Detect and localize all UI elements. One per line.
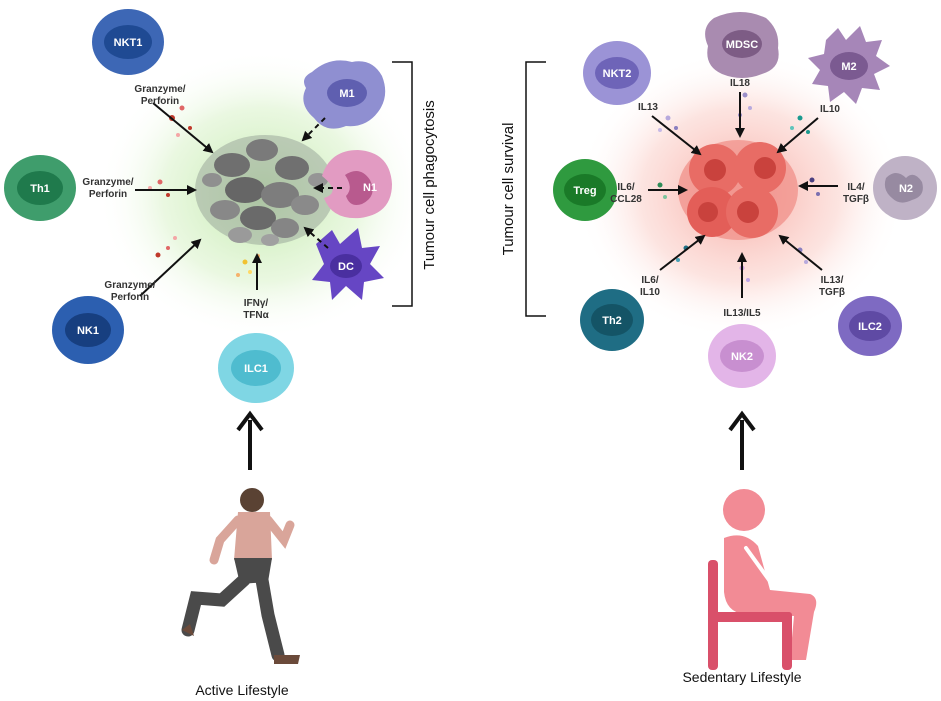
- il13-label: IL13: [638, 102, 658, 113]
- ifn-line2: TFNα: [243, 310, 269, 321]
- il6-ccl28-line1: IL6/: [617, 182, 634, 193]
- ilc2-cell: ILC2: [838, 296, 902, 356]
- il13-tgfb-line1: IL13/: [821, 275, 844, 286]
- th1-label: Th1: [30, 183, 50, 195]
- m2-macrophage: M2: [808, 26, 890, 104]
- m2-label: M2: [841, 61, 856, 73]
- arrow-m2-to-tumour: [776, 117, 819, 154]
- runner-icon: [181, 488, 300, 664]
- th1-cell: Th1: [4, 155, 76, 221]
- phagocytosis-title: Tumour cell phagocytosis: [421, 100, 438, 270]
- phagocytosis-bracket: [392, 61, 413, 307]
- m1-macrophage: M1: [303, 60, 386, 129]
- nk1-label: NK1: [77, 325, 99, 337]
- il13-tgfb-line2: TGFβ: [819, 287, 845, 298]
- il4-tgfb-line2: TGFβ: [843, 194, 869, 205]
- cytokine-particles: [657, 92, 820, 282]
- il6-il10-line2: IL10: [640, 287, 660, 298]
- granzyme-bot-line2: Perforin: [111, 292, 149, 303]
- n2-neutrophil: N2: [873, 156, 937, 220]
- nkt1-label: NKT1: [114, 37, 143, 49]
- granzyme-mid-line2: Perforin: [89, 189, 127, 200]
- sedentary-lifestyle-caption: Sedentary Lifestyle: [682, 669, 801, 685]
- active-lifestyle-caption: Active Lifestyle: [195, 682, 289, 698]
- il4-tgfb-line1: IL4/: [847, 182, 864, 193]
- nkt2-label: NKT2: [603, 68, 632, 80]
- ilc2-label: ILC2: [858, 321, 882, 333]
- il6-il10-line1: IL6/: [641, 275, 658, 286]
- il6-ccl28-line2: CCL28: [610, 194, 642, 205]
- growing-tumour-cluster: [678, 140, 798, 240]
- il18-label: IL18: [730, 78, 750, 89]
- n2-label: N2: [899, 183, 913, 195]
- left-arrows: [135, 102, 342, 297]
- arrow-ilc2-to-tumour: [778, 234, 823, 271]
- dc-label: DC: [338, 261, 354, 273]
- treg-label: Treg: [573, 185, 596, 197]
- mdsc-label: MDSC: [726, 39, 758, 51]
- mdsc-cell: MDSC: [705, 12, 779, 78]
- left-panel: NKT1 Th1 NK1 ILC1 M1: [4, 9, 438, 698]
- dc-cell: DC: [312, 228, 384, 300]
- n1-label: N1: [363, 182, 377, 194]
- arrow-th2-to-tumour: [659, 234, 706, 271]
- right-panel: MDSC NKT2 M2 Treg N2: [500, 12, 937, 685]
- arrow-nk1-to-tumour: [139, 238, 202, 297]
- right-arrows: [648, 92, 838, 298]
- il13-il5-label: IL13/IL5: [723, 308, 761, 319]
- survival-bracket: [525, 61, 546, 317]
- il10-label: IL10: [820, 104, 840, 115]
- granzyme-mid-line1: Granzyme/: [82, 177, 133, 188]
- arrow-nkt2-to-tumour: [651, 115, 702, 156]
- nk2-label: NK2: [731, 351, 753, 363]
- granzyme-top-line1: Granzyme/: [134, 84, 185, 95]
- granzyme-top-line2: Perforin: [141, 96, 179, 107]
- granzyme-bot-line1: Granzyme/: [104, 280, 155, 291]
- survival-title: Tumour cell survival: [500, 123, 517, 256]
- nkt2-cell: NKT2: [583, 41, 651, 105]
- nk2-cell: NK2: [708, 324, 776, 388]
- th2-label: Th2: [602, 315, 622, 327]
- nk1-cell: NK1: [52, 296, 124, 364]
- ilc1-label: ILC1: [244, 363, 268, 375]
- arrow-nkt1-to-tumour: [152, 102, 214, 154]
- n1-neutrophil: N1: [322, 150, 392, 219]
- ilc1-cell: ILC1: [218, 333, 294, 403]
- m1-label: M1: [339, 88, 354, 100]
- ifn-line1: IFNγ/: [244, 298, 269, 309]
- sedentary-up-arrowhead: [728, 410, 756, 432]
- treg-cell: Treg: [553, 159, 617, 221]
- active-up-arrowhead: [236, 410, 264, 432]
- nkt1-cell: NKT1: [92, 9, 164, 75]
- seated-person-icon: [708, 489, 817, 670]
- th2-cell: Th2: [580, 289, 644, 351]
